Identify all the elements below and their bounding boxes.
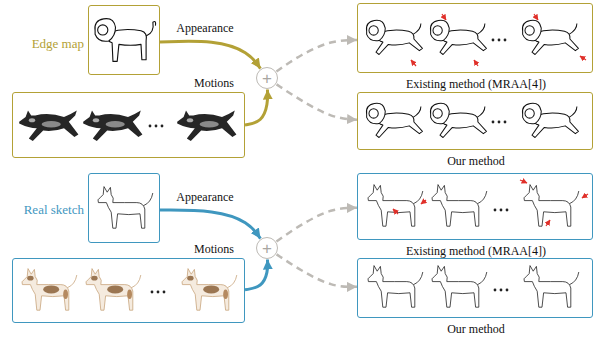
appearance-box: Edge map [88, 5, 160, 75]
our-result-frames [368, 266, 579, 308]
panel-caption: Motions [194, 243, 234, 257]
edge-map-lion [95, 19, 156, 62]
panel-caption: Our method [447, 155, 505, 169]
panel-caption: Real sketch [24, 203, 84, 218]
dashed-arrow [277, 254, 357, 286]
existing-result-frames [368, 180, 588, 226]
motion-frames [19, 111, 236, 141]
input-arrow [245, 89, 268, 125]
motion-box: Motions [12, 258, 245, 323]
edge-label: Appearance [174, 22, 235, 36]
sum-sign: + [257, 238, 277, 258]
motion-box: Motions [12, 92, 245, 158]
dashed-arrow [276, 40, 357, 71]
our-result-frames [366, 103, 578, 137]
real-sketch-dog [98, 187, 153, 229]
input-arrow [160, 41, 260, 68]
input-arrow [160, 210, 260, 238]
panel-caption: Our method [447, 323, 505, 337]
sum-sign: + [257, 68, 277, 88]
edge-label: Appearance [174, 191, 235, 205]
appearance-box: Real sketch [88, 173, 160, 243]
result-box: Our method [357, 258, 593, 318]
dashed-arrow [276, 208, 357, 242]
dashed-arrow [277, 84, 357, 119]
panel-caption: Motions [194, 77, 234, 91]
result-box: Our method [357, 92, 593, 150]
input-arrow [245, 259, 268, 289]
sum-circle: + [256, 237, 278, 259]
existing-result-frames [366, 14, 586, 66]
result-box: Existing method (MRAA[4]) [357, 3, 593, 73]
panel-caption: Edge map [32, 37, 84, 52]
panel-caption: Existing method (MRAA[4]) [406, 245, 546, 259]
sum-circle: + [256, 67, 278, 89]
panel-caption: Existing method (MRAA[4]) [406, 78, 546, 92]
result-box: Existing method (MRAA[4]) [357, 173, 593, 240]
motion-frames [22, 269, 237, 311]
